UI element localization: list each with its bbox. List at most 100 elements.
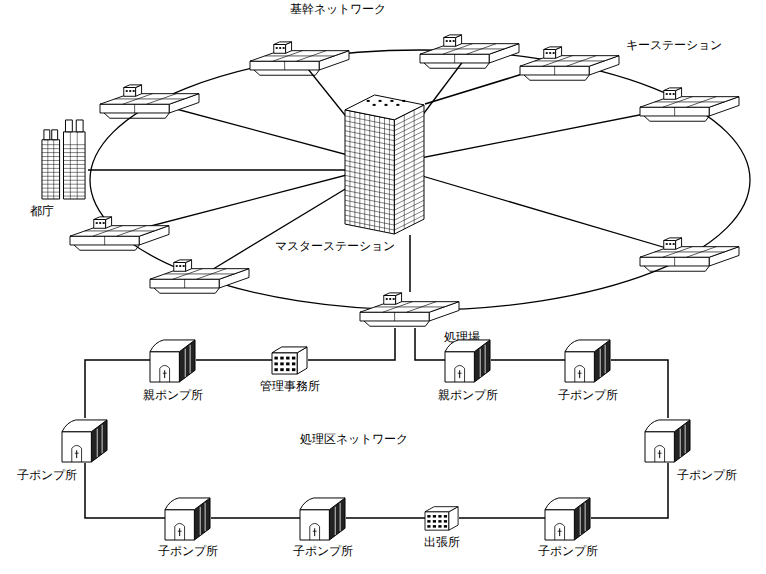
detail-line: [345, 131, 394, 141]
window: [292, 357, 295, 360]
detail-line: [42, 180, 60, 181]
pump-station-icon: [150, 338, 196, 383]
detail-line: [205, 503, 206, 531]
face: [272, 353, 297, 374]
network-link: [491, 359, 565, 361]
network-link: [425, 75, 520, 104]
detail-line: [64, 160, 86, 161]
network-link: [211, 517, 300, 519]
detail-line: [64, 168, 86, 169]
office-icon: [425, 505, 459, 531]
window: [427, 515, 430, 518]
pump-station-icon: [165, 496, 211, 541]
detail-line: [680, 429, 681, 457]
detail-line: [659, 450, 660, 458]
detail-line: [154, 288, 219, 293]
roof: [150, 340, 195, 352]
window: [433, 515, 436, 518]
face: [360, 312, 429, 321]
detail-line: [190, 345, 191, 373]
window: [126, 90, 128, 92]
window: [673, 93, 675, 95]
detail-line: [359, 113, 360, 227]
face: [300, 510, 329, 540]
window: [279, 47, 281, 49]
detail-line: [345, 210, 394, 220]
detail-line: [64, 184, 86, 185]
detail-line: [42, 168, 60, 169]
network-link: [611, 360, 668, 418]
detail-line: [102, 425, 103, 453]
window: [427, 520, 430, 523]
network-link: [346, 517, 425, 519]
detail-line: [345, 180, 394, 190]
window: [433, 520, 436, 523]
detail-line: [42, 152, 60, 153]
city-hall-icon: [40, 118, 88, 200]
face: [420, 44, 519, 55]
window: [669, 93, 671, 95]
face: [345, 95, 424, 120]
face: [645, 432, 674, 462]
door: [655, 445, 665, 462]
detail-line: [535, 60, 604, 61]
treatment-plant-icon: [640, 238, 739, 271]
face: [444, 35, 462, 38]
detail-line: [185, 349, 186, 377]
window: [274, 368, 277, 371]
detail-line: [64, 176, 86, 177]
station-label: 子ポンプ所: [293, 544, 353, 558]
face: [100, 104, 169, 113]
detail-line: [42, 196, 60, 197]
face: [124, 88, 136, 97]
detail-line: [345, 190, 394, 200]
window: [183, 265, 185, 267]
detail-line: [345, 141, 394, 151]
roof: [300, 498, 345, 510]
detail-line: [454, 54, 455, 63]
window: [286, 362, 289, 365]
detail-line: [64, 152, 86, 153]
window: [393, 298, 395, 300]
face: [52, 130, 58, 140]
station-node: 子ポンプ所: [645, 418, 691, 463]
detail-line: [104, 236, 105, 245]
detail-line: [42, 188, 60, 189]
window: [433, 525, 436, 528]
detail-line: [644, 266, 709, 271]
door: [72, 445, 82, 462]
face: [640, 107, 709, 116]
detail-line: [458, 373, 462, 374]
face: [664, 241, 676, 250]
treatment-plant-icon: [360, 292, 460, 328]
window: [546, 52, 548, 54]
treatment-plant-icon: [150, 260, 249, 293]
detail-line: [524, 75, 589, 80]
detail-line: [345, 175, 394, 185]
network-title: 基幹ネットワーク: [290, 2, 386, 16]
detail-line: [414, 110, 415, 224]
face: [165, 510, 194, 540]
roof-unit: [390, 100, 393, 102]
detail-line: [345, 185, 394, 195]
spokes: [120, 52, 690, 277]
face: [70, 226, 169, 237]
window: [179, 265, 181, 267]
detail-line: [364, 114, 365, 228]
detail-line: [74, 245, 139, 250]
detail-line: [605, 345, 606, 373]
detail-line: [345, 205, 394, 215]
detail-line: [655, 101, 724, 102]
door: [555, 523, 565, 540]
window: [274, 362, 277, 365]
station-label: 子ポンプ所: [538, 544, 598, 558]
detail-line: [580, 507, 581, 535]
face: [565, 352, 594, 382]
face: [640, 257, 709, 266]
roof: [565, 340, 610, 352]
window: [444, 520, 447, 523]
window: [99, 222, 101, 224]
station-label: 都庁: [30, 204, 54, 218]
detail-line: [164, 370, 165, 378]
